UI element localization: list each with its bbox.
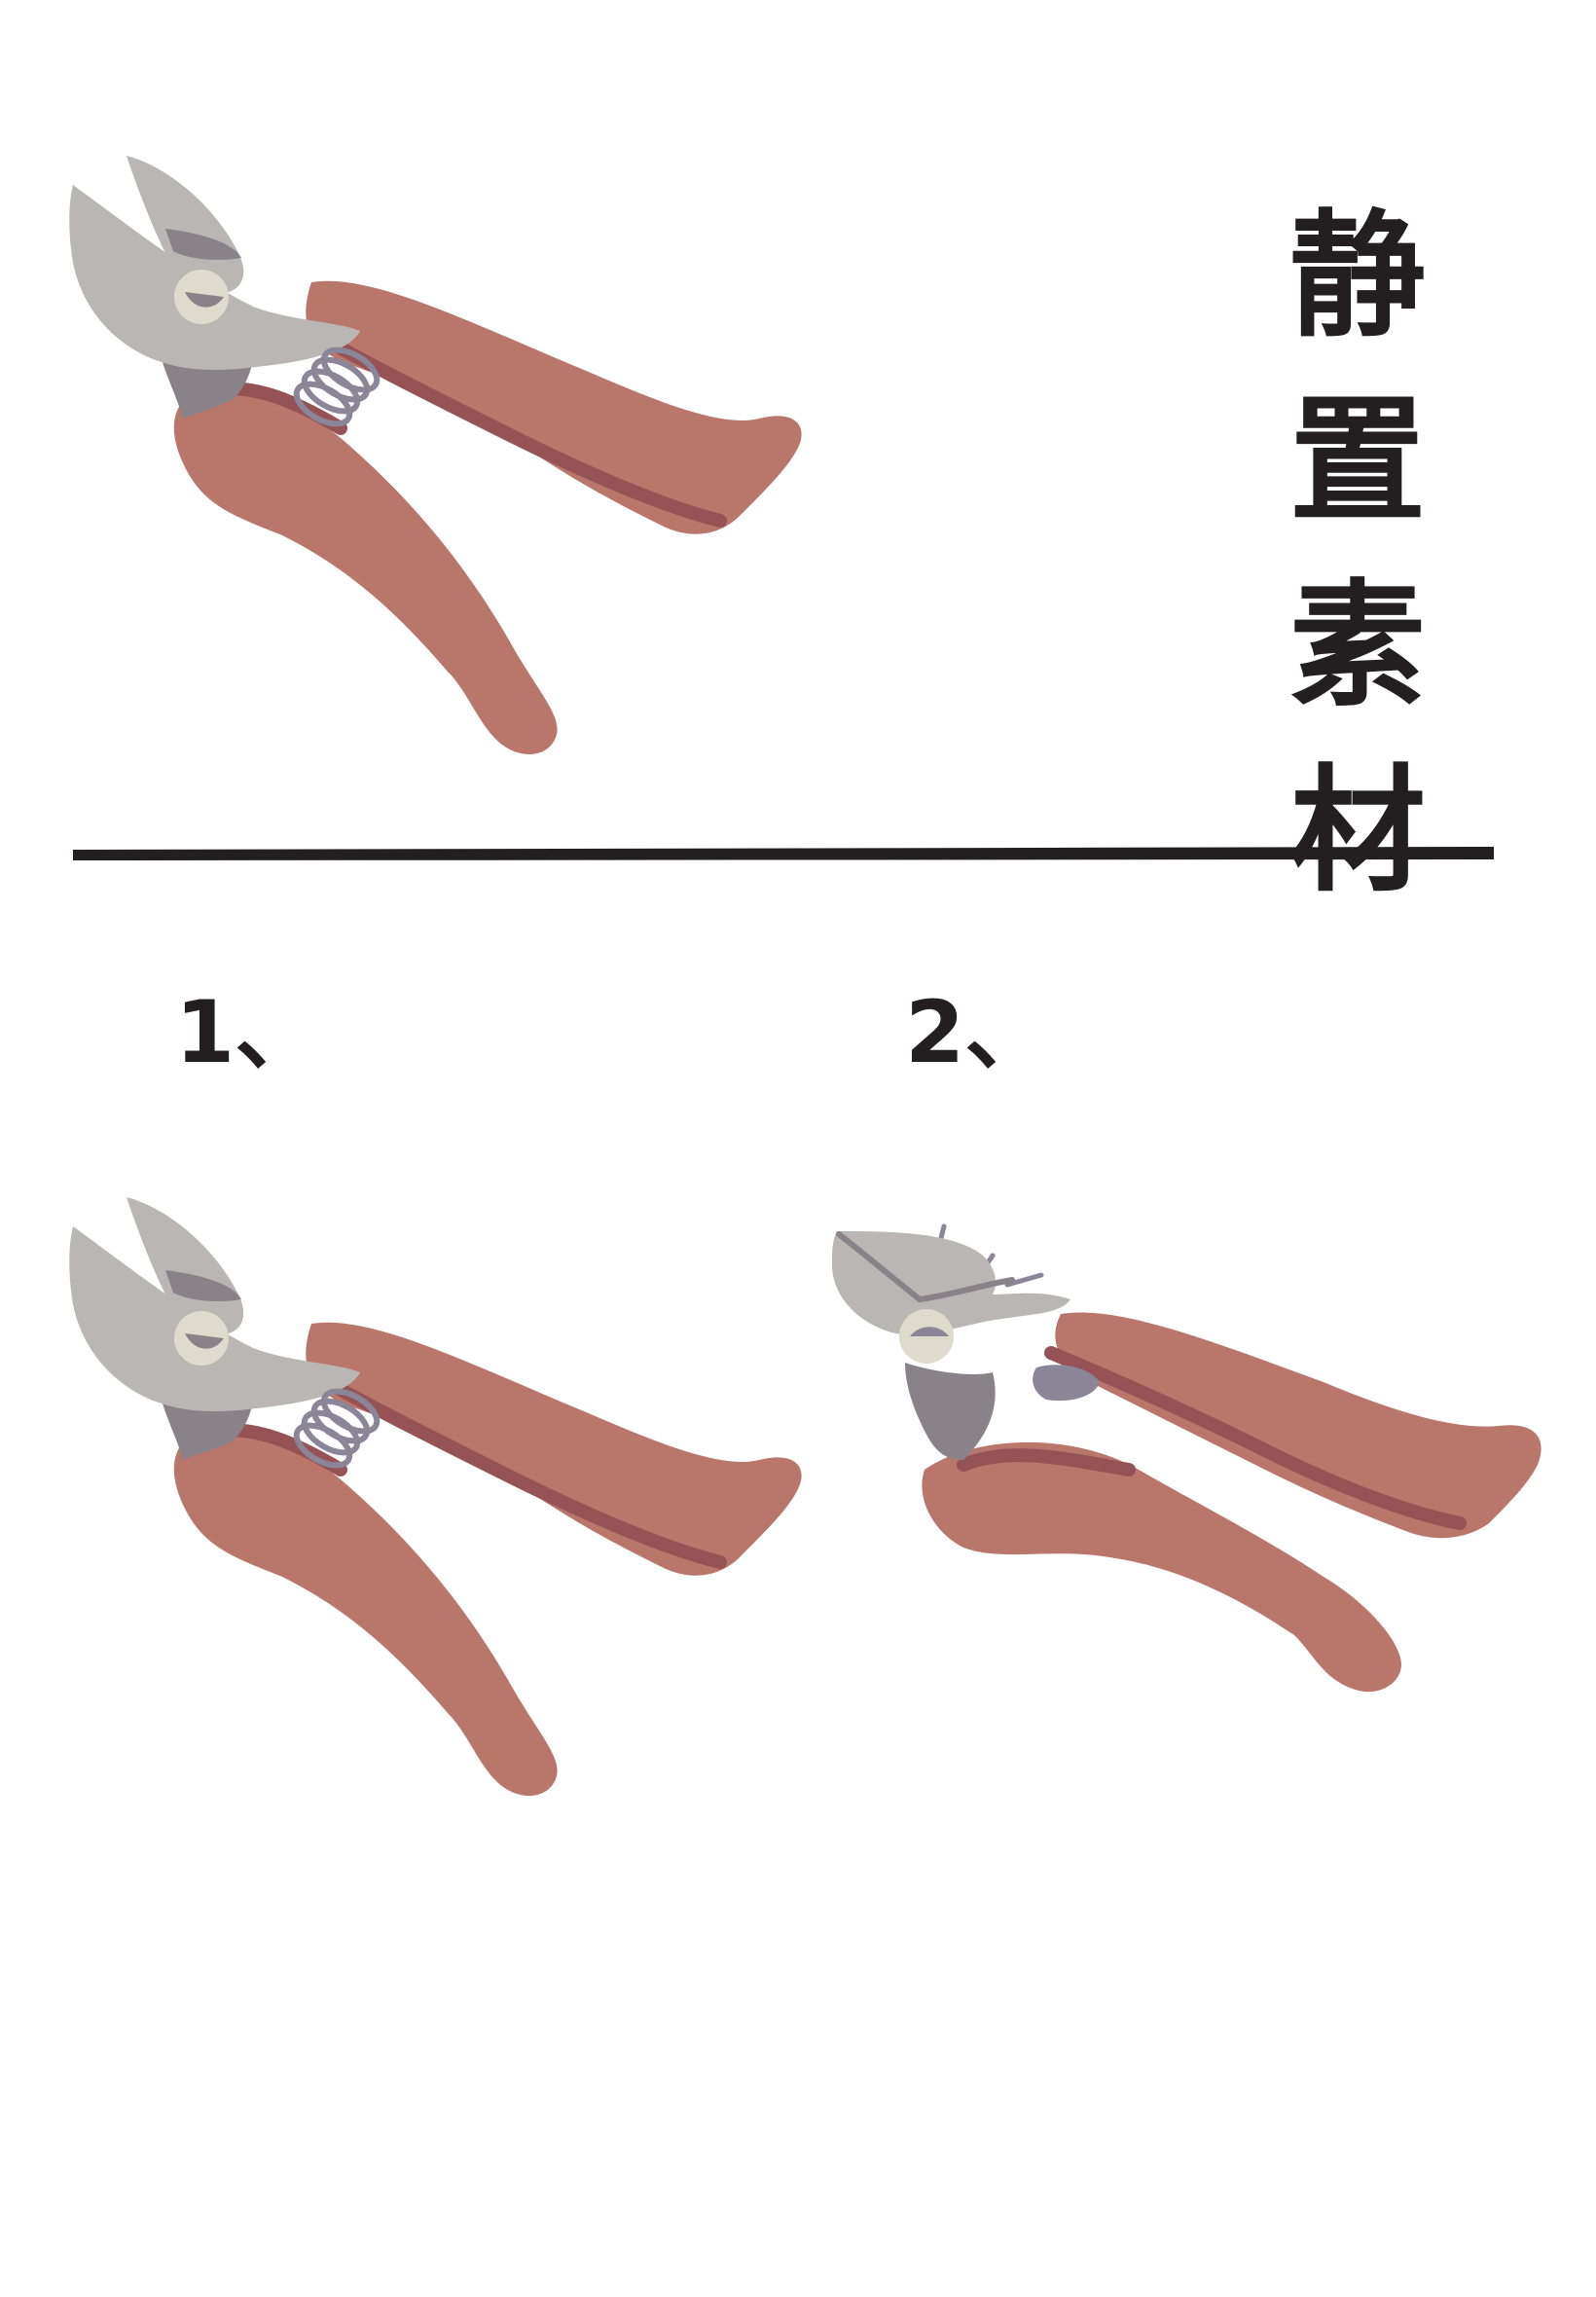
lower-handle xyxy=(173,389,558,754)
pruning-shears-static-illustration xyxy=(69,156,802,754)
pivot-mark xyxy=(910,1327,949,1336)
blade xyxy=(832,1231,1070,1335)
upper-blade xyxy=(69,1226,360,1411)
title-char: 素 xyxy=(1288,567,1426,726)
spring xyxy=(293,346,381,427)
spring-compressed xyxy=(1033,1365,1100,1402)
title-char: 静 xyxy=(1288,198,1426,356)
shears-open xyxy=(69,1197,802,1796)
title-char: 材 xyxy=(1288,752,1426,911)
shears-closed xyxy=(832,1223,1542,1693)
step-label-2: 2、 xyxy=(905,982,1051,1082)
upper-handle-edge xyxy=(1044,1346,1467,1530)
title-char: 置 xyxy=(1288,383,1426,541)
spring xyxy=(293,1388,381,1469)
lower-handle-edge xyxy=(957,1448,1136,1477)
blade-edge xyxy=(836,1231,1015,1303)
pruning-shears-step-2-illustration xyxy=(832,1223,1542,1693)
upper-handle xyxy=(306,280,802,534)
upper-handle xyxy=(1055,1312,1542,1539)
lower-jaw xyxy=(905,1363,996,1460)
shears-open xyxy=(69,156,802,754)
blade-dark-strip xyxy=(165,229,241,261)
step-label-1: 1、 xyxy=(175,982,321,1082)
lower-handle xyxy=(173,1431,558,1796)
lower-handle xyxy=(922,1441,1401,1693)
blade-dark-strip xyxy=(165,1270,241,1302)
pruning-shears-step-1-illustration xyxy=(69,1197,802,1796)
divider-line xyxy=(73,847,1494,860)
upper-handle xyxy=(306,1322,802,1576)
upper-blade xyxy=(69,185,360,370)
pivot-mark xyxy=(185,1333,224,1349)
page-title: 静 置 素 材 xyxy=(1265,185,1450,925)
pivot-mark xyxy=(185,292,224,308)
